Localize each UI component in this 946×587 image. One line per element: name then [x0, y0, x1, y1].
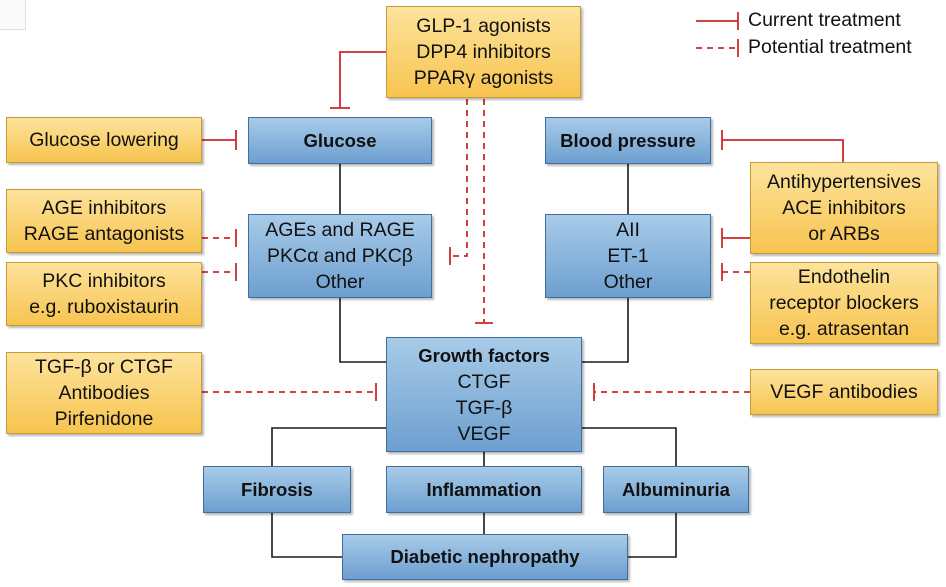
diabetic-nephropathy-node: Diabetic nephropathy	[342, 534, 628, 580]
treatment-line: or ARBs	[808, 223, 880, 245]
antihypertensives-box: Antihypertensives ACE inhibitors or ARBs	[750, 162, 938, 254]
mediator-line: AGEs and RAGE	[265, 219, 415, 241]
vegf-antibodies-box: VEGF antibodies	[750, 369, 938, 415]
tgf-ctgf-antibodies-box: TGF-β or CTGF Antibodies Pirfenidone	[6, 352, 202, 434]
growth-factor-item: CTGF	[457, 370, 511, 393]
treatment-line: GLP-1 agonists	[416, 15, 551, 37]
age-inhibitors-box: AGE inhibitors RAGE antagonists	[6, 189, 202, 253]
treatment-line: TGF-β or CTGF	[35, 356, 173, 378]
treatment-line: PKC inhibitors	[42, 270, 166, 292]
mediator-line: Other	[603, 271, 653, 293]
growth-factor-item: TGF-β	[455, 396, 513, 419]
growth-factor-item: VEGF	[457, 422, 511, 445]
node-label: Blood pressure	[560, 129, 696, 151]
connector-left-to-growth	[339, 298, 386, 363]
growth-factors-title: Growth factors	[418, 344, 550, 366]
treatment-line: Antibodies	[58, 382, 150, 404]
node-label: Inflammation	[426, 478, 542, 500]
pressure-mediators-node: AII ET-1 Other	[545, 214, 711, 298]
treatment-line: AGE inhibitors	[41, 197, 167, 219]
mediator-line: PKCα and PKCβ	[266, 245, 414, 267]
mediator-line: Other	[315, 271, 365, 293]
albuminuria-node: Albuminuria	[603, 466, 749, 513]
glucose-lowering-box: Glucose lowering	[6, 117, 202, 163]
inhibit-incretin-to-glucose	[339, 51, 386, 108]
connector-right-to-growth	[582, 298, 629, 363]
inhibit-incretin-to-mediators-dashed	[450, 99, 468, 257]
connector-fibrosis-to-outcome	[271, 513, 342, 558]
mediator-line: ET-1	[607, 245, 649, 267]
legend-potential-label: Potential treatment	[748, 36, 912, 58]
fibrosis-node: Fibrosis	[203, 466, 351, 513]
incretin-therapies-box: GLP-1 agonists DPP4 inhibitors PPARγ ago…	[386, 6, 581, 98]
connector-albuminuria-to-outcome	[628, 513, 677, 558]
legend-current-label: Current treatment	[748, 9, 901, 31]
treatment-line: Glucose lowering	[29, 129, 179, 151]
node-label: Diabetic nephropathy	[390, 546, 580, 567]
node-label: Fibrosis	[241, 478, 313, 500]
mediator-line: AII	[616, 219, 640, 241]
treatment-line: Endothelin	[797, 266, 891, 288]
glucose-node: Glucose	[248, 117, 432, 164]
endothelin-blockers-box: Endothelin receptor blockers e.g. atrase…	[750, 262, 938, 344]
node-label: Glucose	[303, 129, 377, 151]
treatment-line: DPP4 inhibitors	[416, 41, 551, 63]
treatment-line: RAGE antagonists	[23, 223, 185, 245]
pkc-inhibitors-box: PKC inhibitors e.g. ruboxistaurin	[6, 262, 202, 326]
growth-factors-node: Growth factors CTGF TGF-β VEGF	[386, 337, 582, 452]
treatment-line: PPARγ agonists	[413, 67, 554, 89]
treatment-line: Pirfenidone	[54, 408, 154, 430]
treatment-line: Antihypertensives	[767, 171, 921, 193]
treatment-line: VEGF antibodies	[770, 381, 918, 403]
glucose-mediators-node: AGEs and RAGE PKCα and PKCβ Other	[248, 214, 432, 298]
node-label: Albuminuria	[622, 478, 730, 500]
treatment-line: ACE inhibitors	[782, 197, 906, 219]
inhibit-antihypertensives-to-bp	[722, 139, 844, 162]
treatment-line: receptor blockers	[769, 292, 919, 314]
treatment-line: e.g. atrasentan	[778, 318, 910, 340]
blood-pressure-node: Blood pressure	[545, 117, 711, 164]
corner-marker	[0, 0, 26, 30]
treatment-line: e.g. ruboxistaurin	[29, 296, 179, 318]
inflammation-node: Inflammation	[386, 466, 582, 513]
